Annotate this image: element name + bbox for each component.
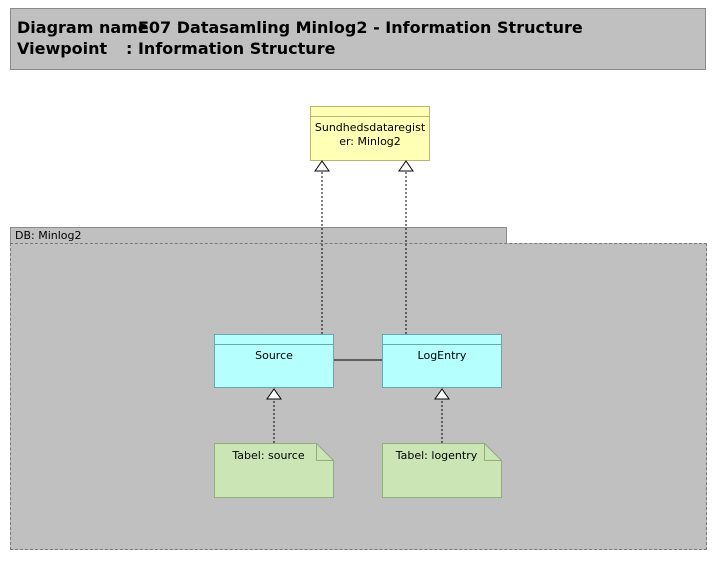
realization-arrowhead-logentry-registry <box>398 160 414 172</box>
registry-object-header-bar <box>311 107 429 117</box>
registry-object-label: Sundhedsdataregister: Minlog2 <box>314 121 426 148</box>
group-db-minlog2-tab[interactable]: DB: Minlog2 <box>10 227 507 244</box>
viewpoint-key: Viewpoint <box>17 39 108 58</box>
note-logentry-label: Tabel: logentry <box>395 449 478 462</box>
realization-arrowhead-note-source <box>266 388 282 400</box>
diagram-name-value: : E07 Datasamling Minlog2 - Information … <box>126 18 583 37</box>
logentry-object-header-bar <box>383 335 501 345</box>
viewpoint-row: Viewpoint : Information Structure <box>17 39 335 58</box>
note-logentry[interactable]: Tabel: logentry <box>382 443 502 498</box>
realization-arrowhead-note-logentry <box>434 388 450 400</box>
note-source[interactable]: Tabel: source <box>214 443 334 498</box>
source-object-label: Source <box>255 349 293 362</box>
source-object-header-bar <box>215 335 333 345</box>
diagram-name-key: Diagram name <box>17 18 149 37</box>
viewpoint-value: : Information Structure <box>126 39 336 58</box>
note-source-shape <box>214 443 334 498</box>
registry-object[interactable]: Sundhedsdataregister: Minlog2 <box>310 106 430 161</box>
diagram-header: Diagram name: E07 Datasamling Minlog2 - … <box>10 8 706 70</box>
group-db-minlog2[interactable] <box>10 243 707 550</box>
logentry-object[interactable]: LogEntry <box>382 334 502 388</box>
logentry-object-label: LogEntry <box>417 349 467 362</box>
note-logentry-shape <box>382 443 502 498</box>
realization-arrowhead-source-registry <box>314 160 330 172</box>
note-source-label: Tabel: source <box>232 449 305 462</box>
source-object[interactable]: Source <box>214 334 334 388</box>
group-label: DB: Minlog2 <box>15 229 82 242</box>
diagram-name-row: Diagram name: E07 Datasamling Minlog2 - … <box>17 18 583 37</box>
